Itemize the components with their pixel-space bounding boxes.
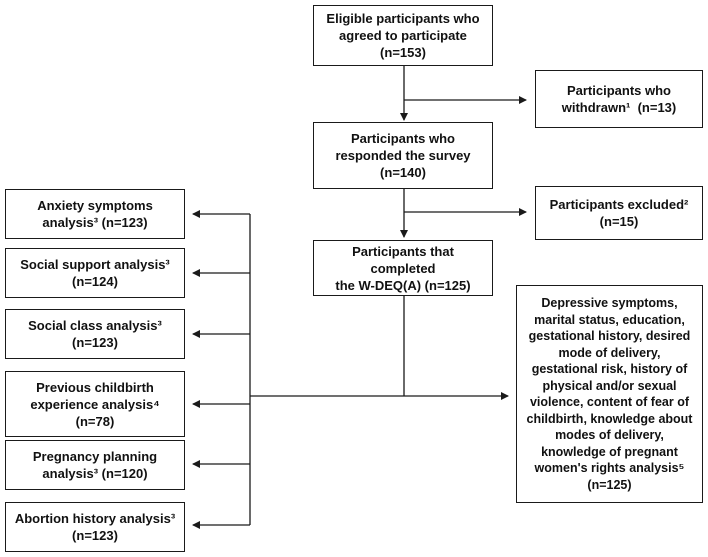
previous-childbirth-line-2: experience analysis⁴ [30,396,160,412]
abortion-history-line-1: Abortion history analysis³ [14,511,176,526]
previous-childbirth-line-3: (n=78) [75,413,115,429]
depressive-line-10: knowledge of pregnant [541,444,678,459]
responded-line-1: Participants who [350,131,455,146]
responded-line-2: responded the survey [335,148,471,163]
social-class-line-2: (n=123) [72,335,118,350]
social-support-line-1: Social support analysis³ [20,257,170,272]
box-previous-childbirth: Previous childbirth experience analysis⁴… [5,371,185,437]
social-class-line-1: Social class analysis³ [28,318,162,333]
depressive-line-6: physical and/or sexual [542,378,677,393]
eligible-line-3: (n=153) [380,45,426,60]
anxiety-line-2: analysis³ (n=123) [42,215,148,230]
anxiety-line-1: Anxiety symptoms [37,198,153,213]
pregnancy-planning-line-1: Pregnancy planning [32,449,158,464]
excluded-line-2: (n=15) [599,214,639,229]
withdrawn-line-2: withdrawn¹ (n=13) [561,100,677,115]
social-support-line-2: (n=124) [72,274,118,289]
box-pregnancy-planning: Pregnancy planning analysis³ (n=120) [5,440,185,490]
completed-line-1: Participants that completed [352,243,454,276]
depressive-line-3: gestational history, desired [528,329,691,343]
depressive-line-1: Depressive symptoms, [541,296,678,310]
depressive-line-11: women's rights analysis⁵ [534,461,685,475]
withdrawn-line-1: Participants who [566,83,671,98]
box-abortion-history: Abortion history analysis³ (n=123) [5,502,185,552]
box-social-class: Social class analysis³ (n=123) [5,309,185,359]
box-withdrawn: Participants who withdrawn¹ (n=13) [535,70,703,128]
eligible-line-2: agreed to participate [339,28,467,43]
box-responded-survey: Participants who responded the survey (n… [313,122,493,189]
box-depressive-symptoms: Depressive symptoms, marital status, edu… [516,285,703,503]
excluded-line-1: Participants excluded² [549,197,689,212]
depressive-line-9: modes of delivery, [555,428,664,442]
abortion-history-line-2: (n=123) [72,528,118,543]
depressive-line-8: childbirth, knowledge about [526,411,693,426]
previous-childbirth-line-1: Previous childbirth [36,379,154,395]
box-anxiety-symptoms: Anxiety symptoms analysis³ (n=123) [5,189,185,239]
completed-line-2: the W-DEQ(A) (n=125) [335,277,471,293]
responded-line-3: (n=140) [380,165,426,180]
depressive-line-7: violence, content of fear of [529,395,690,409]
depressive-line-4: mode of delivery, [558,345,661,360]
depressive-line-2: marital status, education, [534,312,685,327]
depressive-line-12: (n=125) [587,477,632,492]
box-excluded: Participants excluded² (n=15) [535,186,703,240]
pregnancy-planning-line-2: analysis³ (n=120) [42,466,148,481]
box-social-support: Social support analysis³ (n=124) [5,248,185,298]
box-eligible-participants: Eligible participants who agreed to part… [313,5,493,66]
depressive-line-5: gestational risk, history of [531,362,688,376]
box-completed-wdeq: Participants that completed the W-DEQ(A)… [313,240,493,296]
eligible-line-1: Eligible participants who [326,11,480,26]
